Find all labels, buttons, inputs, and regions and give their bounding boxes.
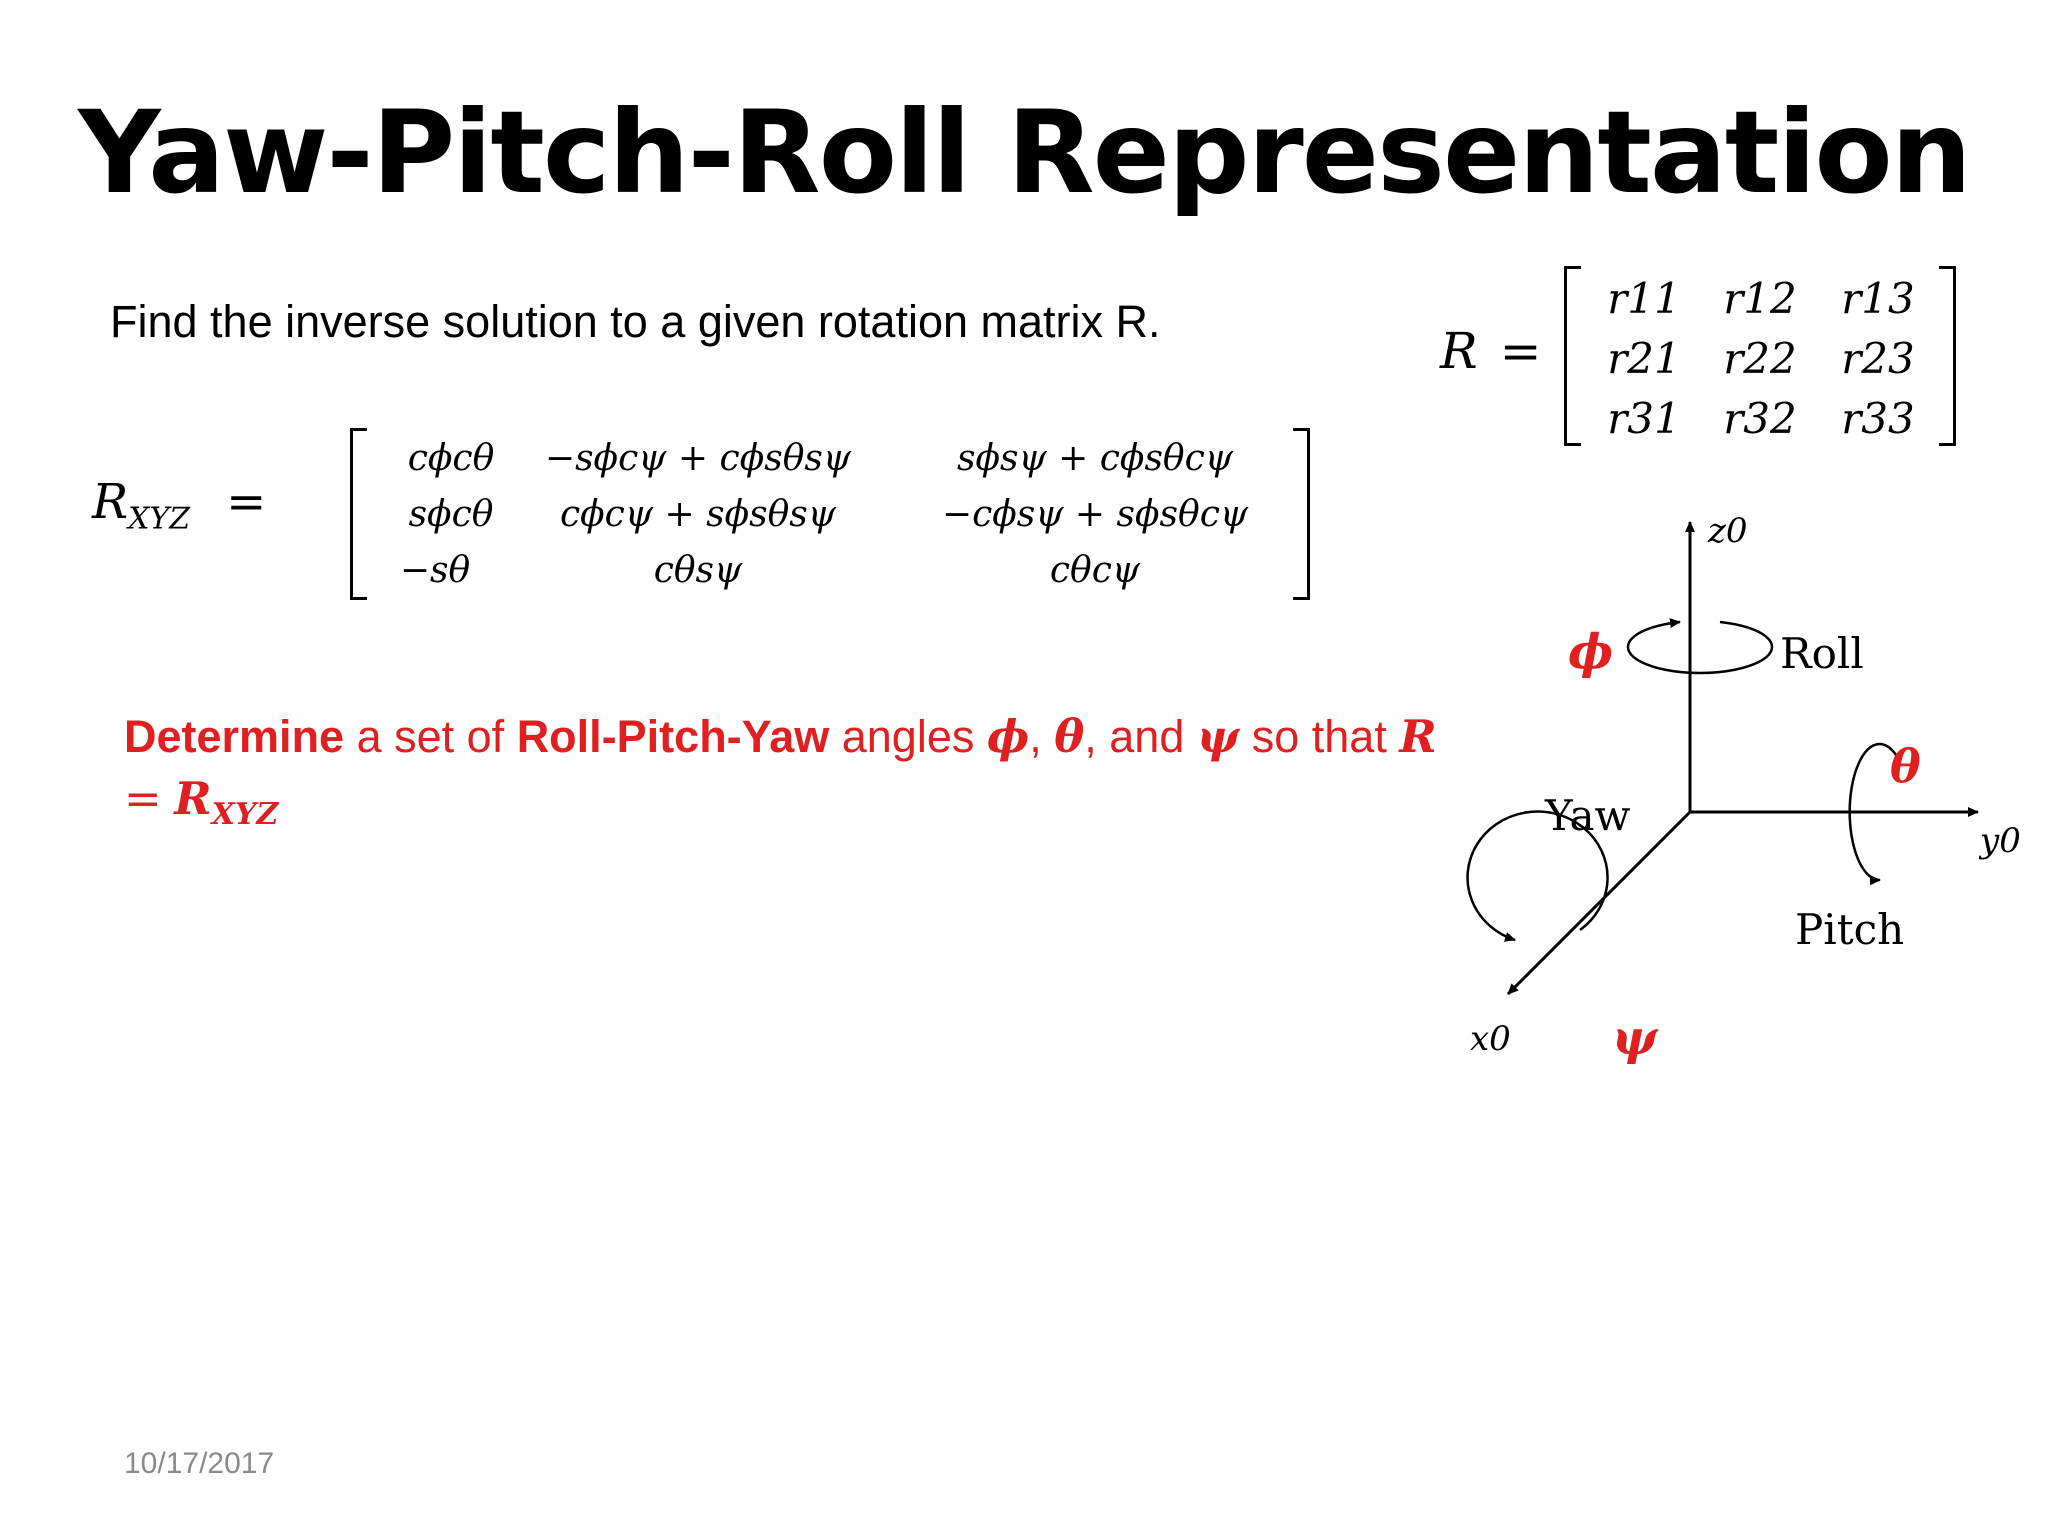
r23-cell: r23: [1841, 334, 1915, 383]
pitch-rotation-arrow: [1848, 742, 1902, 886]
theta-diagram-symbol: θ: [1890, 739, 1921, 793]
rxyz-cell-12: −sϕcψ + cϕsθsψ: [544, 438, 852, 479]
x-axis: [1506, 810, 1692, 996]
r21-cell: r21: [1607, 334, 1681, 383]
yaw-label: Yaw: [1544, 791, 1631, 840]
r-matrix-lhs: R=: [1440, 322, 1542, 380]
rxyz-left-bracket: [350, 428, 367, 600]
determine-equals: =: [124, 772, 162, 825]
rxyz-cell-22: cϕcψ + sϕsθsψ: [559, 494, 836, 535]
rxyz-symbol: R: [92, 474, 129, 530]
rxyz-bold-symbol: RXYZ: [174, 772, 278, 832]
rxyz-bold-subscript: XYZ: [211, 797, 279, 832]
determine-statement: Determine a set of Roll-Pitch-Yaw angles…: [124, 706, 1444, 846]
determine-text-b: angles: [829, 711, 987, 762]
r33-cell: r33: [1841, 394, 1915, 443]
r12-cell: r12: [1723, 274, 1797, 323]
psi-symbol: ψ: [1196, 710, 1240, 763]
determine-word: Determine: [124, 711, 345, 762]
rxyz-bold-letter: R: [174, 772, 212, 825]
r-bold-symbol: R: [1399, 710, 1437, 763]
determine-comma-2: , and: [1084, 711, 1197, 762]
rxyz-cell-33: cθcψ: [1049, 550, 1141, 591]
rxyz-cell-32: cθsψ: [653, 550, 743, 591]
rxyz-cell-11: cϕcθ: [407, 438, 495, 479]
rxyz-right-bracket: [1293, 428, 1310, 600]
roll-rotation-arrow: [1626, 618, 1774, 675]
determine-text-c: so that: [1239, 711, 1400, 762]
rxyz-subscript: XYZ: [128, 501, 191, 537]
pitch-label: Pitch: [1795, 905, 1904, 954]
phi-diagram-symbol: ϕ: [1568, 624, 1613, 680]
yaw-rotation-arrow: [1466, 810, 1609, 942]
rxyz-cell-13: sϕsψ + cϕsθcψ: [956, 438, 1233, 479]
y-axis-label: y0: [1978, 821, 2021, 861]
r-symbol: R: [1440, 322, 1478, 380]
rxyz-cell-21: sϕcθ: [408, 494, 494, 535]
roll-label: Roll: [1780, 629, 1864, 678]
determine-text-a: a set of: [344, 711, 517, 762]
footer-date: 10/17/2017: [124, 1447, 275, 1480]
rxyz-lhs: RXYZ =: [92, 474, 266, 537]
x-axis-label: x0: [1470, 1019, 1511, 1059]
rxyz-cell-23: −cϕsψ + sϕsθcψ: [941, 494, 1249, 535]
theta-symbol: θ: [1054, 710, 1085, 763]
r32-cell: r32: [1723, 394, 1797, 443]
rxyz-matrix: cϕcθ −sϕcψ + cϕsθsψ sϕsψ + cϕsθcψ sϕcθ c…: [350, 428, 1310, 600]
determine-comma-1: ,: [1029, 711, 1055, 762]
r31-cell: r31: [1607, 394, 1681, 443]
r-equals: =: [1499, 322, 1542, 380]
r-matrix-right-bracket: [1939, 266, 1956, 446]
phi-symbol: ϕ: [986, 710, 1030, 763]
r-matrix: r11 r12 r13 r21 r22 r23 r31 r32 r33: [1564, 266, 1956, 446]
rotation-diagram: z0 y0 x0 Roll Pitch Yaw ϕ θ ψ: [1466, 511, 2021, 1066]
r13-cell: r13: [1841, 274, 1915, 323]
r22-cell: r22: [1723, 334, 1797, 383]
slide-title: Yaw-Pitch-Roll Representation: [78, 86, 1972, 219]
r-matrix-left-bracket: [1564, 266, 1581, 446]
z-axis-label: z0: [1707, 511, 1748, 551]
r11-cell: r11: [1607, 274, 1681, 323]
psi-diagram-symbol: ψ: [1612, 1010, 1659, 1066]
intro-text: Find the inverse solution to a given rot…: [110, 296, 1161, 347]
rxyz-cell-31: −sθ: [399, 550, 471, 591]
roll-pitch-yaw-word: Roll-Pitch-Yaw: [516, 711, 830, 762]
rxyz-equals: =: [226, 474, 267, 530]
